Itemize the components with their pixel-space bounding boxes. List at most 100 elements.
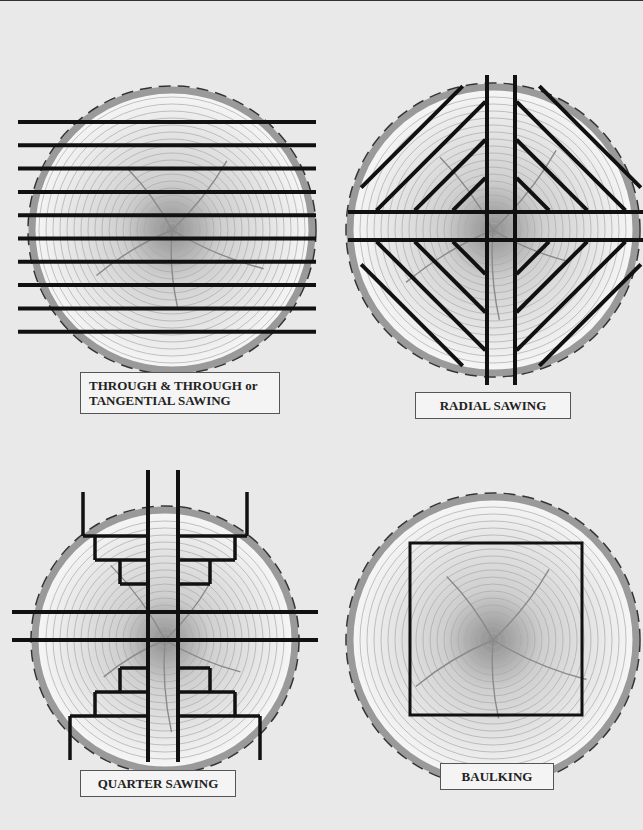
method-label: THROUGH & THROUGH or TANGENTIAL SAWING <box>89 378 271 408</box>
saw-cut <box>348 238 643 242</box>
saw-cut <box>18 237 316 241</box>
growth-ring <box>409 556 577 724</box>
saw-cut <box>70 714 148 718</box>
saw-cut <box>18 143 316 147</box>
saw-cut <box>517 140 588 211</box>
saw-cut <box>513 75 517 385</box>
heart-shake <box>127 168 172 230</box>
heart-shake <box>493 150 556 230</box>
growth-ring <box>381 118 605 342</box>
saw-cut <box>361 86 462 187</box>
saw-cut <box>18 260 316 264</box>
saw-cut <box>485 75 489 385</box>
saw-cut <box>517 242 550 275</box>
bark <box>32 90 312 370</box>
label-box: RADIAL SAWING <box>415 392 571 419</box>
growth-ring <box>388 535 598 745</box>
baulk-square <box>410 543 582 715</box>
saw-cut <box>68 716 72 760</box>
bark-edge <box>346 493 640 787</box>
saw-cut <box>453 178 486 211</box>
saw-cut <box>178 714 260 718</box>
heart-shake <box>493 569 549 640</box>
growth-ring <box>81 139 263 321</box>
saw-cut <box>83 534 148 538</box>
method-label: BAULKING <box>449 769 545 784</box>
bark <box>350 497 636 783</box>
saw-cut <box>178 534 247 538</box>
saw-cut <box>233 692 237 716</box>
bark-edge <box>346 83 640 377</box>
saw-cut <box>176 470 180 762</box>
growth-ring <box>88 146 256 314</box>
saw-cut <box>18 306 316 310</box>
saw-cut <box>12 638 318 642</box>
growth-ring <box>74 132 270 328</box>
growth-ring <box>360 507 626 773</box>
growth-ring <box>374 521 612 759</box>
saw-cut <box>93 536 97 560</box>
saw-cut <box>539 264 640 365</box>
heart-shake <box>493 230 565 261</box>
saw-cut <box>208 668 212 692</box>
heart-shake <box>172 161 227 230</box>
saw-cut <box>18 120 316 124</box>
saw-cut <box>233 536 237 560</box>
growth-ring <box>67 125 277 335</box>
saw-cut <box>12 610 318 614</box>
heart-shake <box>104 640 165 677</box>
saw-cut <box>95 690 148 694</box>
method-label: RADIAL SAWING <box>424 398 562 413</box>
method-label: QUARTER SAWING <box>89 776 227 791</box>
log-section <box>346 493 640 787</box>
label-box: QUARTER SAWING <box>80 770 236 797</box>
heart-shake <box>164 640 171 732</box>
heart-shake <box>416 640 493 686</box>
heart-shake <box>171 230 177 307</box>
saw-cut <box>178 690 235 694</box>
saw-cut <box>18 283 316 287</box>
saw-cut <box>178 666 210 670</box>
saw-cut <box>208 560 212 584</box>
label-box: THROUGH & THROUGH or TANGENTIAL SAWING <box>80 372 280 414</box>
saw-cut <box>539 86 640 187</box>
saw-cut <box>81 492 85 536</box>
growth-ring <box>360 97 626 363</box>
saw-cut <box>118 668 122 692</box>
saw-cut <box>258 716 262 760</box>
saw-cut <box>146 470 150 762</box>
growth-ring <box>39 97 305 363</box>
growth-ring <box>402 549 584 731</box>
saw-cut <box>18 330 316 334</box>
growth-ring <box>388 125 598 335</box>
saw-cut <box>453 242 486 275</box>
heart-shake <box>493 640 587 680</box>
growth-ring <box>381 528 605 752</box>
growth-ring <box>46 104 298 356</box>
growth-ring <box>367 514 619 766</box>
saw-cut <box>18 167 316 171</box>
saw-cut <box>93 692 97 716</box>
saw-cut <box>178 582 210 586</box>
growth-ring <box>416 563 570 717</box>
saw-cut <box>120 666 148 670</box>
log-section <box>346 83 640 377</box>
log-heart <box>32 90 312 370</box>
top-rule <box>0 0 643 1</box>
saw-cut <box>348 210 643 214</box>
saw-cut <box>18 190 316 194</box>
growth-ring <box>395 542 591 738</box>
saw-cut <box>361 264 462 365</box>
saw-cut <box>245 492 249 536</box>
label-box: BAULKING <box>440 763 554 790</box>
saw-cut <box>118 560 122 584</box>
saw-cut <box>415 242 486 313</box>
saw-cut <box>95 558 148 562</box>
saw-cut <box>517 242 588 313</box>
saw-cut <box>178 558 235 562</box>
saw-cut <box>517 178 550 211</box>
saw-cut <box>18 213 316 217</box>
saw-cut <box>120 582 148 586</box>
heart-shake <box>492 230 499 320</box>
heart-shake <box>492 640 498 718</box>
